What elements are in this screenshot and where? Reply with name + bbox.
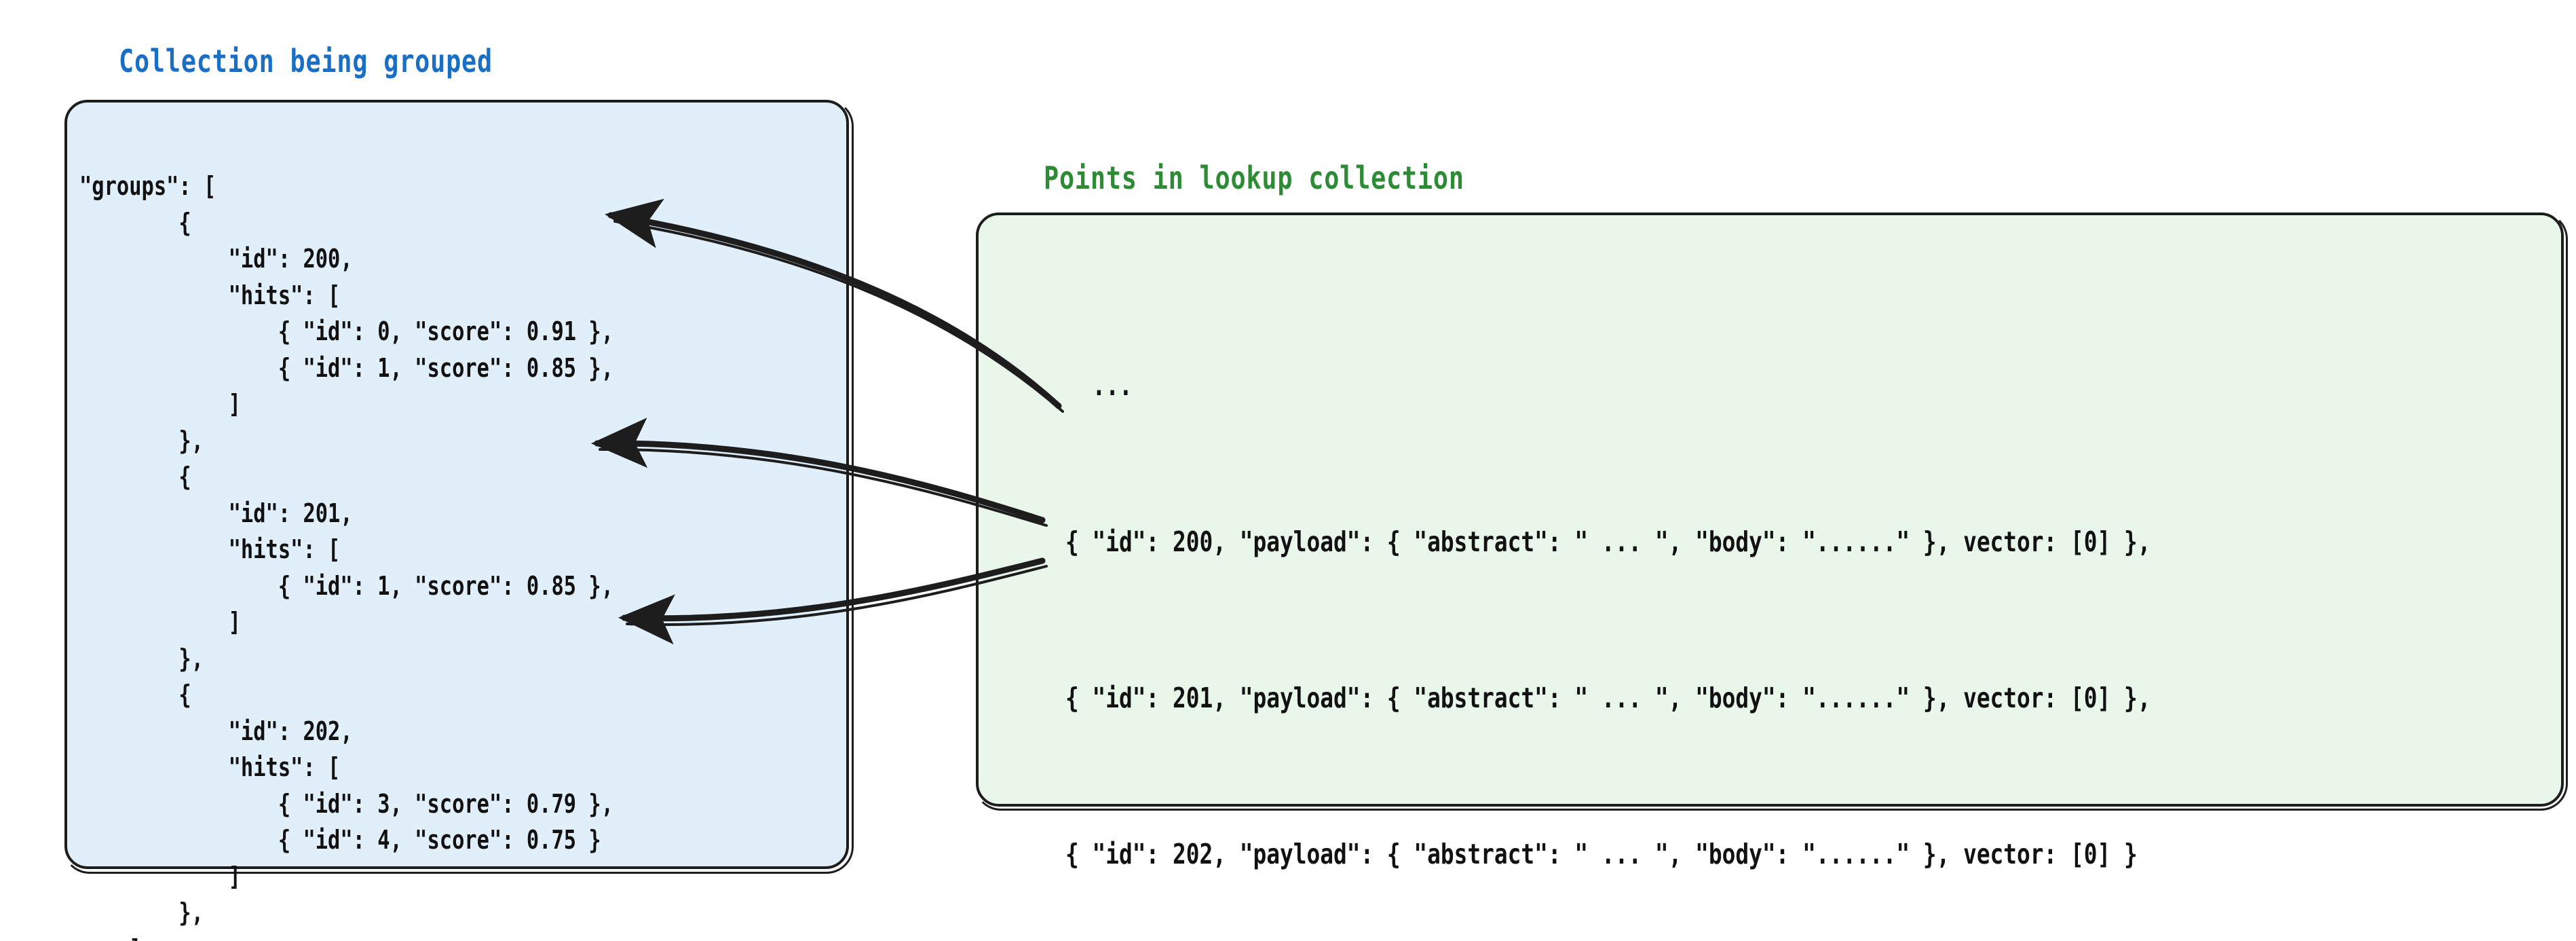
right-panel-caption: Points in lookup collection — [1044, 160, 1464, 196]
lookup-collection-panel — [974, 212, 2568, 811]
left-panel-caption: Collection being grouped — [119, 43, 493, 79]
lookup-points-code: ... { "id": 200, "payload": { "abstract"… — [1065, 369, 2151, 870]
groups-json-code: "groups": [ { "id": 200, "hits": [ { "id… — [79, 171, 614, 941]
